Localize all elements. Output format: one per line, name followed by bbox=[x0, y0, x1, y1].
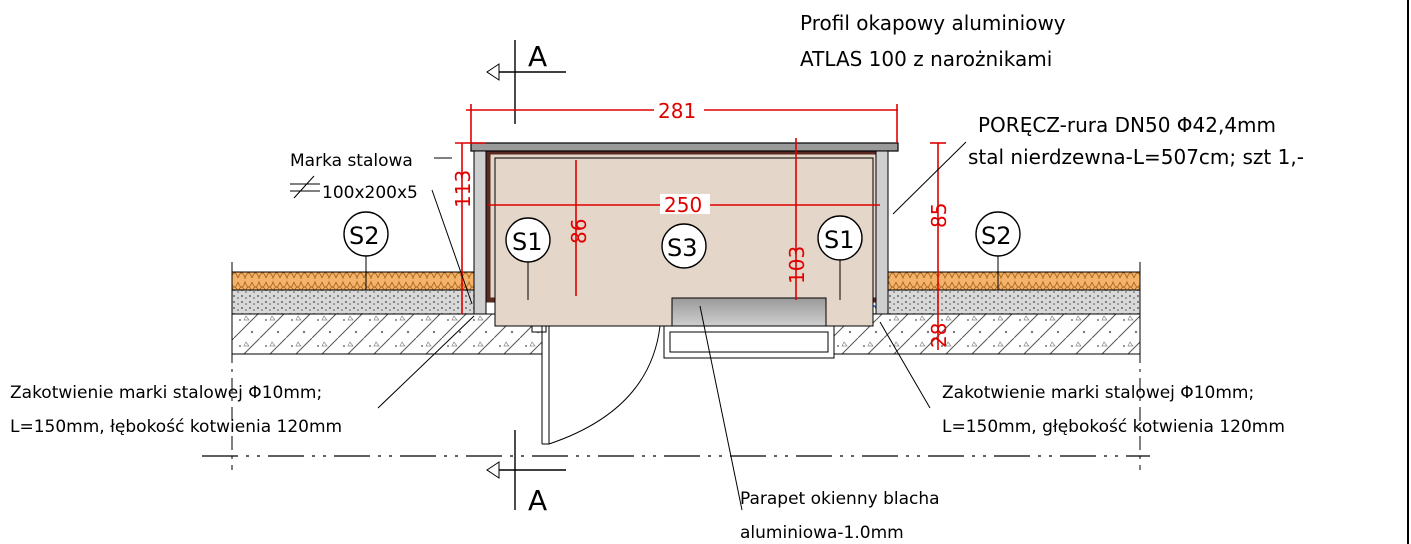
sill-label: Parapet okienny blacha aluminiowa-1.0mm bbox=[740, 489, 940, 543]
dim-inner-left-height: 86 bbox=[567, 219, 591, 244]
steel-plate-symbol bbox=[290, 175, 320, 199]
section-marker-top: A bbox=[486, 40, 566, 124]
svg-text:PORĘCZ-rura DN50 Φ42,4mm: PORĘCZ-rura DN50 Φ42,4mm bbox=[978, 113, 1276, 137]
svg-text:S2: S2 bbox=[349, 222, 380, 250]
section-label-bottom: A bbox=[528, 484, 547, 517]
dimension-lines: 281 250 113 86 103 85 28 bbox=[451, 99, 951, 350]
svg-text:Marka stalowa: Marka stalowa bbox=[290, 151, 413, 171]
svg-text:Profil okapowy aluminiowy: Profil okapowy aluminiowy bbox=[800, 11, 1066, 35]
tag-s1-right: S1 bbox=[817, 215, 863, 300]
svg-text:100x200x5: 100x200x5 bbox=[322, 183, 418, 203]
dim-right-height: 85 bbox=[927, 203, 951, 228]
svg-text:L=150mm, głębokość kotwienia 1: L=150mm, głębokość kotwienia 120mm bbox=[942, 417, 1285, 437]
window-sill bbox=[663, 297, 835, 359]
svg-text:S1: S1 bbox=[824, 226, 855, 254]
svg-text:aluminiowa-1.0mm: aluminiowa-1.0mm bbox=[740, 523, 904, 543]
gutter-profile bbox=[470, 142, 899, 152]
dim-right-bottom: 28 bbox=[927, 323, 951, 348]
dim-inner-right-height: 103 bbox=[785, 246, 809, 284]
anchor-left-label: Zakotwienie marki stalowej Φ10mm; L=150m… bbox=[10, 383, 342, 437]
svg-text:S1: S1 bbox=[512, 228, 543, 256]
svg-text:stal nierdzewna-L=507cm; szt 1: stal nierdzewna-L=507cm; szt 1,- bbox=[968, 145, 1304, 169]
floor-slab bbox=[231, 313, 1141, 355]
dim-left-height: 113 bbox=[451, 170, 475, 208]
svg-text:Parapet okienny blacha: Parapet okienny blacha bbox=[740, 489, 940, 509]
svg-text:L=150mm, łębokość kotwienia 12: L=150mm, łębokość kotwienia 120mm bbox=[10, 417, 342, 437]
railing-posts bbox=[473, 150, 889, 315]
section-marker-bottom: A bbox=[486, 430, 566, 517]
tag-s1-left: S1 bbox=[505, 217, 551, 300]
svg-text:S3: S3 bbox=[667, 234, 698, 262]
section-label-top: A bbox=[528, 40, 547, 73]
railing-label: PORĘCZ-rura DN50 Φ42,4mm stal nierdzewna… bbox=[968, 113, 1304, 169]
tag-s2-right: S2 bbox=[975, 211, 1021, 290]
gutter-profile-label: Profil okapowy aluminiowy ATLAS 100 z na… bbox=[800, 11, 1066, 71]
svg-text:S2: S2 bbox=[981, 222, 1012, 250]
svg-text:ATLAS 100 z narożnikami: ATLAS 100 z narożnikami bbox=[800, 47, 1052, 71]
leader-lines bbox=[377, 141, 967, 511]
anchor-right-label: Zakotwienie marki stalowej Φ10mm; L=150m… bbox=[942, 383, 1285, 437]
tag-s2-left: S2 bbox=[343, 211, 389, 290]
svg-text:Zakotwienie marki stalowej Φ10: Zakotwienie marki stalowej Φ10mm; bbox=[10, 383, 322, 403]
insulation-layer bbox=[231, 271, 1141, 291]
steel-plate-label: Marka stalowa 100x200x5 bbox=[290, 151, 418, 203]
dim-inner-width: 250 bbox=[664, 193, 702, 217]
tag-s3: S3 bbox=[661, 223, 707, 269]
svg-text:Zakotwienie marki stalowej Φ10: Zakotwienie marki stalowej Φ10mm; bbox=[942, 383, 1254, 403]
dim-outer-width: 281 bbox=[658, 99, 696, 123]
